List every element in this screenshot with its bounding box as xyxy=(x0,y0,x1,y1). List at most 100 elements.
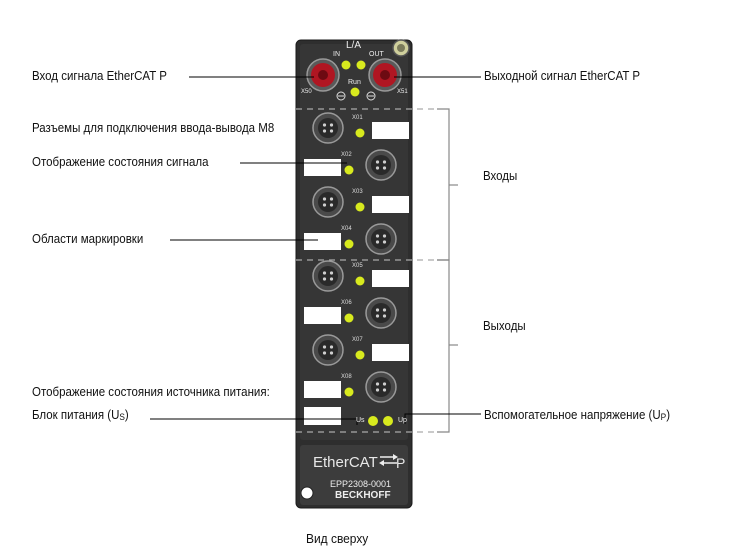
marking-area xyxy=(304,381,341,398)
m8-pin xyxy=(382,388,387,392)
m8-port-row: X03 xyxy=(312,186,409,218)
m8-pin xyxy=(375,308,380,312)
label-ethercat-out: Выходной сигнал EtherCAT P xyxy=(484,69,641,83)
m8-pin xyxy=(382,382,387,386)
m8-pin xyxy=(322,277,327,281)
m8-port-row: X06 xyxy=(304,297,397,329)
port-label: X08 xyxy=(341,374,352,380)
brand-ethercat-text: EtherCAT xyxy=(313,454,378,471)
us-label: Us xyxy=(356,417,365,424)
signal-status-led xyxy=(355,276,365,286)
m8-connector-inner xyxy=(371,155,391,175)
leader-us xyxy=(150,418,358,425)
leader-up xyxy=(404,413,481,424)
m8-pin xyxy=(375,388,380,392)
m8-pin xyxy=(375,160,380,164)
m8-port-row: X01 xyxy=(312,112,409,144)
signal-status-led xyxy=(344,387,354,397)
signal-status-led xyxy=(344,239,354,249)
m8-pin xyxy=(329,277,334,281)
label-power-us: Блок питания (US) xyxy=(32,408,129,425)
x50-label: X50 xyxy=(301,89,312,95)
m8-pin xyxy=(382,240,387,244)
label-outputs: Выходы xyxy=(483,319,526,333)
marking-area xyxy=(372,270,409,287)
la-out-led xyxy=(356,60,366,70)
m8-pin xyxy=(375,240,380,244)
port-label: X07 xyxy=(352,337,363,343)
signal-status-led xyxy=(355,128,365,138)
run-led xyxy=(350,87,360,97)
m8-pin xyxy=(329,123,334,127)
label-inputs: Входы xyxy=(483,169,518,183)
m8-pin xyxy=(382,314,387,318)
brand-p: P xyxy=(396,455,406,471)
signal-status-led xyxy=(355,202,365,212)
maker-label: BECKHOFF xyxy=(335,490,391,501)
m8-port-row: X07 xyxy=(312,334,409,366)
marking-area xyxy=(304,307,341,324)
model-label: EPP2308-0001 xyxy=(330,479,392,489)
m8-pin xyxy=(375,166,380,170)
x51-label: X51 xyxy=(397,89,408,95)
ethercat-in-connector xyxy=(306,58,340,92)
ethercat-arrows-icon xyxy=(379,454,398,466)
up-led xyxy=(383,416,393,426)
m8-pin xyxy=(322,129,327,133)
m8-pin xyxy=(329,197,334,201)
marking-area xyxy=(372,122,409,139)
m8-port-row: X05 xyxy=(312,260,409,292)
signal-status-led xyxy=(355,350,365,360)
m8-pin xyxy=(382,234,387,238)
m8-pin xyxy=(382,308,387,312)
aux-up-prefix: Вспомогательное напряжение (U xyxy=(484,408,661,422)
m8-pin xyxy=(375,234,380,238)
m8-pin xyxy=(329,351,334,355)
ground-symbol-left xyxy=(336,91,346,101)
label-power-status: Отображение состояния источника питания: xyxy=(32,385,270,399)
m8-pin xyxy=(382,166,387,170)
device-footer-panel xyxy=(300,445,408,505)
m8-pin xyxy=(329,203,334,207)
m8-pin xyxy=(322,123,327,127)
marking-area xyxy=(304,233,341,250)
m8-pin xyxy=(322,203,327,207)
ethercat-out-connector xyxy=(368,58,402,92)
mounting-hole-bottom xyxy=(300,486,314,500)
m8-pin xyxy=(322,271,327,275)
out-label: OUT xyxy=(369,51,384,58)
m8-pin xyxy=(375,314,380,318)
aux-up-suffix: ) xyxy=(666,408,671,422)
m8-connector-inner xyxy=(371,377,391,397)
m8-pin xyxy=(329,271,334,275)
marking-area-bottom xyxy=(304,407,341,425)
port-label: X06 xyxy=(341,300,352,306)
power-us-suffix: ) xyxy=(124,408,129,422)
port-label: X04 xyxy=(341,226,352,232)
m8-port-row: X04 xyxy=(304,223,397,255)
m8-connector-inner xyxy=(318,118,338,138)
m8-pin xyxy=(329,129,334,133)
m8-pin xyxy=(375,382,380,386)
m8-connector-inner xyxy=(318,192,338,212)
up-label: Up xyxy=(398,417,407,424)
signal-status-led xyxy=(344,165,354,175)
m8-pin xyxy=(322,197,327,201)
la-in-led xyxy=(341,60,351,70)
label-signal-status: Отображение состояния сигнала xyxy=(32,155,209,169)
in-label: IN xyxy=(333,51,340,58)
marking-area xyxy=(372,344,409,361)
power-us-prefix: Блок питания (U xyxy=(32,408,120,422)
bracket-outputs xyxy=(437,259,450,433)
m8-port-row: X08 xyxy=(304,371,397,403)
label-aux-up: Вспомогательное напряжение (UP) xyxy=(484,408,670,425)
marking-area xyxy=(304,159,341,176)
signal-status-led xyxy=(344,313,354,323)
label-m8-connectors: Разъемы для подключения ввода-вывода M8 xyxy=(32,121,275,135)
port-label: X03 xyxy=(352,189,363,195)
label-ethercat-in: Вход сигнала EtherCAT P xyxy=(32,69,167,83)
bracket-inputs xyxy=(437,108,450,261)
m8-pin xyxy=(329,345,334,349)
